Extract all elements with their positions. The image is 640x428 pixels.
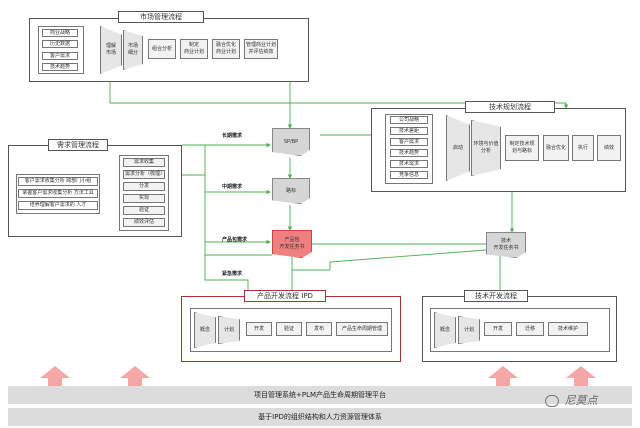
demand-team: 客户需求收集分析 跨部门小组: [18, 177, 98, 186]
up-arrow-icon: [40, 366, 70, 388]
tech-step-execute: 执行: [572, 135, 594, 161]
ipd-release-step: 发布: [306, 322, 332, 336]
up-arrow-icon: [566, 366, 596, 388]
ipd-plan-step: 计划: [218, 316, 240, 344]
tech-analysis-step: 环境与价值 分析: [471, 120, 501, 176]
demand-step-distribute: 分发: [123, 182, 165, 191]
ipd-lifecycle-step: 产品生命周期管理: [336, 322, 388, 336]
tech-dev-concept-step: 概念: [434, 312, 456, 348]
tech-input-trend: 技术趋势: [390, 149, 428, 157]
tech-input-customer: 客户需求: [390, 138, 428, 146]
up-arrow-icon: [120, 366, 150, 388]
tech-dev-plan-step: 计划: [458, 316, 480, 344]
ipd-concept-step: 概念: [194, 312, 216, 348]
tech-charter-doc: 技术 开发任务书: [486, 232, 526, 258]
tech-start-step: 启动: [446, 115, 470, 181]
market-process-title: 市场管理流程: [118, 11, 204, 23]
tech-plan-title: 技术规划流程: [465, 101, 555, 113]
sp-bp-doc: SP/BP: [272, 128, 310, 156]
org-system-bar: 基于IPD的组织结构和人力资源管理体系: [8, 408, 632, 426]
tech-step-performance: 绩效: [597, 135, 621, 161]
urgent-demand-label: 紧急需求: [222, 271, 243, 277]
product-charter-doc: 产品包 开发任务书: [272, 230, 312, 258]
tech-dev-migrate-step: 迁移: [516, 322, 544, 336]
market-segment-step: 市场 细分: [123, 30, 143, 70]
market-input-customer: 客户需求: [42, 52, 78, 60]
market-input-trend: 技术趋势: [42, 63, 78, 71]
roadmap-doc: 路标: [272, 178, 310, 204]
plm-platform-bar: 项目管理系统+PLM产品生命周期管理平台: [8, 386, 632, 404]
ipd-develop-step: 开发: [246, 322, 272, 336]
demand-step-implement: 实现: [123, 194, 165, 203]
tech-step-optimize: 融合优化: [543, 135, 569, 161]
demand-process-title: 需求管理流程: [48, 139, 108, 151]
tech-input-strategy: 公司战略: [390, 116, 428, 124]
market-step-manage: 管理商业计划 并评估绩效: [244, 39, 278, 59]
product-demand-label: 产品包需求: [222, 237, 248, 243]
market-step-optimize: 融合优化 商业计划: [212, 39, 240, 59]
tech-dev-maintain-step: 技术维护: [548, 322, 588, 336]
market-input-history: 历史数据: [42, 40, 78, 48]
market-step-plan: 制定 商业计划: [180, 39, 208, 59]
tech-dev-title: 技术开发流程: [464, 290, 528, 302]
mid-term-demand-label: 中期需求: [222, 184, 243, 190]
ipd-process-title: 产品开发流程 IPD: [244, 290, 326, 302]
demand-step-evaluate: 绩效评估: [123, 218, 165, 227]
watermark-logo: 尼莫点: [545, 392, 598, 408]
wechat-icon: [545, 395, 559, 407]
long-term-demand-label: 长期需求: [222, 133, 243, 139]
market-input-strategy: 商业战略: [42, 29, 78, 37]
demand-methods: 掌握客户需求收集分析 方法工具: [18, 189, 98, 198]
demand-step-analyze: 需求分析（梳理）: [123, 170, 166, 179]
tech-input-gap: 技术差距: [390, 127, 428, 135]
demand-step-verify: 验证: [123, 206, 165, 215]
up-arrow-icon: [488, 366, 518, 388]
demand-talent: 培养理解客户需求的 人才: [18, 201, 98, 210]
tech-input-competition: 竞争信息: [390, 171, 428, 179]
watermark-text: 尼莫点: [564, 394, 598, 407]
tech-step-roadmap: 制定技术规 划与路标: [505, 135, 539, 161]
ipd-verify-step: 验证: [276, 322, 302, 336]
tech-dev-develop-step: 开发: [484, 322, 512, 336]
market-step-portfolio: 组合分析: [148, 39, 176, 59]
demand-step-collect: 需求收集: [123, 158, 165, 167]
tech-input-need: 技术需求: [390, 160, 428, 168]
